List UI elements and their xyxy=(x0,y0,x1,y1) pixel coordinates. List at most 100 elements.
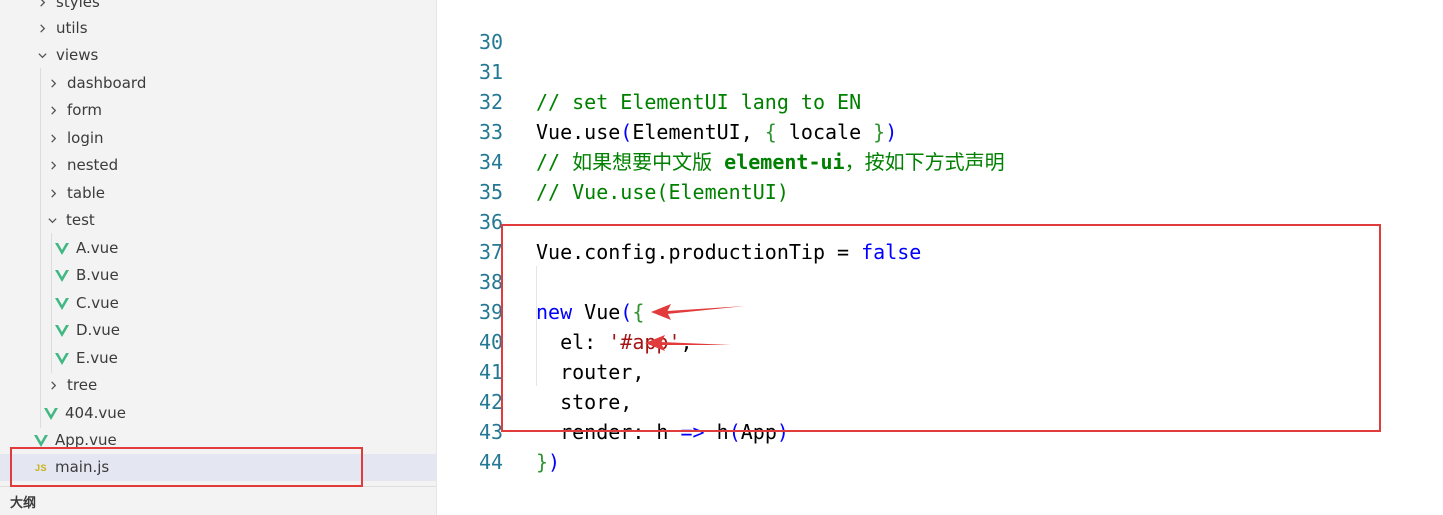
tree-item-label: main.js xyxy=(55,458,110,476)
code-line: 31 // set ElementUI lang to EN xyxy=(437,27,1443,114)
chevron-right-icon xyxy=(47,380,59,392)
code-line: 37 xyxy=(437,207,1443,264)
chevron-right-icon xyxy=(47,160,59,172)
tree-item-label: B.vue xyxy=(76,266,119,284)
code-text: router, xyxy=(536,360,645,384)
tree-item-label: utils xyxy=(56,19,88,37)
line-number: 37 xyxy=(479,240,504,264)
js-file-icon: JS xyxy=(34,462,47,473)
code-line: 41 store, xyxy=(437,327,1443,414)
code-paren: ( xyxy=(620,120,633,144)
tree-item-label: nested xyxy=(67,156,119,174)
tree-folder-table[interactable]: table xyxy=(0,180,436,207)
line-number: 32 xyxy=(479,90,504,114)
tree-item-label: E.vue xyxy=(76,349,118,367)
tree-folder-login[interactable]: login xyxy=(0,125,436,152)
outline-section-header[interactable]: 大纲 xyxy=(0,488,436,515)
code-token: h xyxy=(704,420,729,444)
code-line: 32 Vue.use(ElementUI, { locale }) xyxy=(437,57,1443,144)
code-comment: // 如果想要中文版 element-ui，按如下方式声明 xyxy=(536,147,1005,177)
code-token: Vue xyxy=(572,300,621,324)
tree-folder-form[interactable]: form xyxy=(0,97,436,124)
tree-item-label: App.vue xyxy=(55,431,117,449)
line-number: 31 xyxy=(479,60,504,84)
code-token: Vue.use xyxy=(536,120,621,144)
vue-file-icon xyxy=(54,297,70,310)
code-line: 36 Vue.config.productionTip = false xyxy=(437,177,1443,264)
tree-file-d-vue[interactable]: D.vue xyxy=(0,317,436,344)
code-paren: ) xyxy=(776,420,789,444)
annotation-arrow-store xyxy=(645,335,731,351)
code-token: ，按如下方式声明 xyxy=(844,150,1005,174)
code-brace: } xyxy=(536,450,549,474)
code-comment: // set ElementUI lang to EN xyxy=(536,90,862,114)
code-token: App xyxy=(740,420,777,444)
tree-file-404-vue[interactable]: 404.vue xyxy=(0,400,436,427)
annotation-box-new-vue xyxy=(501,224,1381,432)
tree-file-c-vue[interactable]: C.vue xyxy=(0,290,436,317)
tree-item-label: tree xyxy=(67,376,98,394)
tree-item-label: D.vue xyxy=(76,321,120,339)
chevron-right-icon xyxy=(47,133,59,145)
code-text: Vue.use(ElementUI, { locale }) xyxy=(536,117,897,147)
code-token: element-ui xyxy=(724,150,845,174)
code-keyword: new xyxy=(536,300,573,324)
vue-file-icon xyxy=(43,407,59,420)
tree-item-label: A.vue xyxy=(76,239,119,257)
code-token: locale xyxy=(776,120,874,144)
tree-item-label: form xyxy=(67,101,102,119)
code-paren: ) xyxy=(885,120,898,144)
tree-folder-views[interactable]: views xyxy=(0,42,436,69)
chevron-down-icon xyxy=(36,50,48,62)
tree-file-main-js[interactable]: JS main.js xyxy=(0,454,436,481)
code-string: '#app' xyxy=(608,330,681,354)
code-editor[interactable]: 30 31 // set ElementUI lang to EN 32 Vue… xyxy=(437,0,1443,515)
line-number: 40 xyxy=(479,330,504,354)
tree-item-label: test xyxy=(66,211,95,229)
tree-folder-dashboard[interactable]: dashboard xyxy=(0,70,436,97)
chevron-right-icon xyxy=(36,23,48,35)
code-text: new Vue({ xyxy=(536,297,644,327)
tree-folder-nested[interactable]: nested xyxy=(0,152,436,179)
chevron-right-icon xyxy=(47,78,59,90)
tree-file-e-vue[interactable]: E.vue xyxy=(0,345,436,372)
tree-folder-utils[interactable]: utils xyxy=(0,15,436,42)
vue-file-icon xyxy=(54,242,70,255)
tree-item-label: styles xyxy=(56,0,100,11)
line-number: 41 xyxy=(479,360,504,384)
annotation-arrow-router xyxy=(651,304,745,320)
annotation-box-main-js xyxy=(10,447,363,487)
tree-folder-tree[interactable]: tree xyxy=(0,372,436,399)
tree-folder-styles[interactable]: styles xyxy=(0,0,436,16)
code-line: 43 }) xyxy=(437,387,1443,474)
tree-folder-test[interactable]: test xyxy=(0,207,436,234)
indent-guide xyxy=(51,233,52,373)
code-line: 38 new Vue({ xyxy=(437,237,1443,324)
code-line: 42 render: h => h(App) xyxy=(437,357,1443,444)
tree-file-a-vue[interactable]: A.vue xyxy=(0,235,436,262)
code-line: 30 xyxy=(437,0,1443,54)
code-paren: ) xyxy=(548,450,561,474)
code-token: el: xyxy=(536,330,609,354)
code-operator: => xyxy=(680,420,705,444)
tree-file-b-vue[interactable]: B.vue xyxy=(0,262,436,289)
indent-guide xyxy=(536,266,537,386)
tree-file-app-vue[interactable]: App.vue xyxy=(0,427,436,454)
code-line: 40 router, xyxy=(437,297,1443,384)
code-line: 39 el: '#app', xyxy=(437,267,1443,354)
chevron-right-icon xyxy=(47,188,59,200)
vue-file-icon xyxy=(54,324,70,337)
code-brace: { xyxy=(764,120,777,144)
line-number: 42 xyxy=(479,390,504,414)
code-text: Vue.config.productionTip = false xyxy=(536,237,921,267)
tree-item-label: C.vue xyxy=(76,294,119,312)
code-line: 44 xyxy=(437,417,1443,474)
tree-item-label: dashboard xyxy=(67,74,147,92)
code-token: // 如果想要中文版 xyxy=(536,150,725,174)
vue-file-icon xyxy=(54,352,70,365)
chevron-right-icon xyxy=(47,105,59,117)
code-line: 35 xyxy=(437,147,1443,204)
code-brace: { xyxy=(632,300,645,324)
code-line: 33 // 如果想要中文版 element-ui，按如下方式声明 xyxy=(437,87,1443,174)
tree-item-label: 404.vue xyxy=(65,404,127,422)
